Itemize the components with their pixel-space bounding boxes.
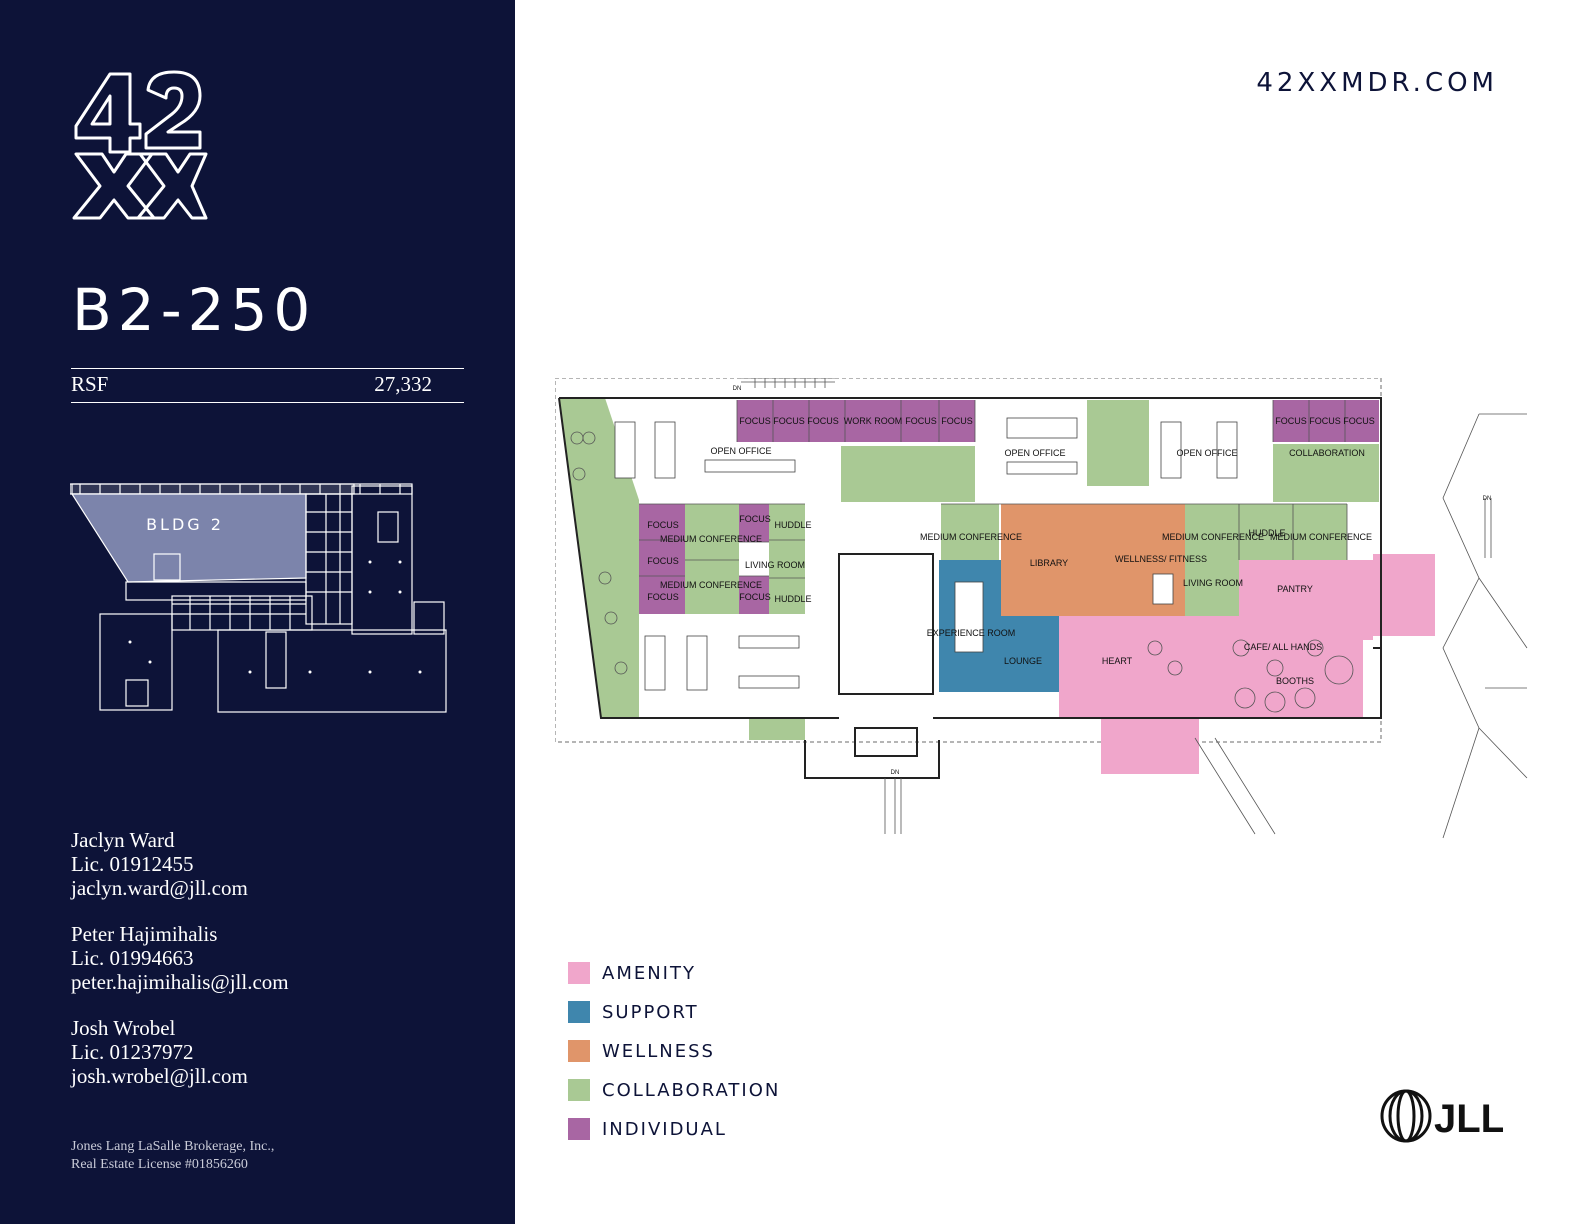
zone-individual <box>901 400 975 442</box>
zone-individual <box>845 400 901 442</box>
zone-individual <box>739 576 769 614</box>
room-label: FOCUS <box>647 556 679 566</box>
legend-label: AMENITY <box>602 963 696 984</box>
room-label: FOCUS <box>941 416 973 426</box>
legend-label: SUPPORT <box>602 1002 699 1023</box>
jll-logo: JLL <box>1380 1089 1503 1143</box>
legend-label: COLLABORATION <box>602 1080 781 1101</box>
room-label: FOCUS <box>739 592 771 602</box>
room-label: MEDIUM CONFERENCE <box>1270 532 1372 542</box>
legend-swatch <box>568 1118 590 1140</box>
brand-logo <box>72 70 208 220</box>
legend-label: WELLNESS <box>602 1041 715 1062</box>
legend-swatch <box>568 1079 590 1101</box>
zone-collab <box>841 446 975 502</box>
contact-email[interactable]: peter.hajimihalis@jll.com <box>71 970 289 994</box>
room-label: CAFE/ ALL HANDS <box>1244 642 1322 652</box>
floor-plan: FOCUS FOCUS FOCUS WORK ROOM FOCUS FOCUS … <box>555 378 1528 839</box>
rsf-value: 27,332 <box>374 372 432 396</box>
zone-amenity <box>1101 718 1199 774</box>
room-label: LIBRARY <box>1030 558 1068 568</box>
website-url[interactable]: 42XXMDR.COM <box>1256 68 1498 98</box>
contact-list: Jaclyn Ward Lic. 01912455 jaclyn.ward@jl… <box>71 828 289 1110</box>
legend-swatch <box>568 1040 590 1062</box>
contact-name: Josh Wrobel <box>71 1016 176 1040</box>
sidebar-panel: B2-250 RSF 27,332 <box>0 0 515 1224</box>
contact-card: Josh Wrobel Lic. 01237972 josh.wrobel@jl… <box>71 1016 289 1088</box>
contact-card: Jaclyn Ward Lic. 01912455 jaclyn.ward@jl… <box>71 828 289 900</box>
stair-label: DN <box>891 770 900 776</box>
stair-label: DN <box>733 386 742 392</box>
legal-line: Jones Lang LaSalle Brokerage, Inc., <box>71 1139 275 1154</box>
room-fills <box>559 398 1435 774</box>
contact-card: Peter Hajimihalis Lic. 01994663 peter.ha… <box>71 922 289 994</box>
zone-support <box>1001 616 1059 692</box>
room-label: FOCUS <box>1309 416 1341 426</box>
zone-collab <box>1185 504 1347 560</box>
room-label: HUDDLE <box>1248 528 1285 538</box>
room-label: MEDIUM CONFERENCE <box>920 532 1022 542</box>
room-label: FOCUS <box>647 592 679 602</box>
zone-collab <box>941 504 999 560</box>
contact-name: Jaclyn Ward <box>71 828 175 852</box>
room-label: HUDDLE <box>774 520 811 530</box>
room-label: COLLABORATION <box>1289 448 1365 458</box>
room-label: FOCUS <box>1275 416 1307 426</box>
room-label: FOCUS <box>739 514 771 524</box>
contact-license: Lic. 01237972 <box>71 1040 194 1064</box>
contact-license: Lic. 01912455 <box>71 852 194 876</box>
zone-amenity <box>1059 560 1373 718</box>
legend-label: INDIVIDUAL <box>602 1119 727 1140</box>
room-label: FOCUS <box>1343 416 1375 426</box>
room-label: LOUNGE <box>1004 656 1042 666</box>
zone-collab <box>685 504 739 614</box>
zone-wellness <box>1001 504 1105 616</box>
suite-number: B2-250 <box>72 276 317 344</box>
room-label: PANTRY <box>1277 584 1313 594</box>
room-label: FOCUS <box>773 416 805 426</box>
zone-collab <box>749 718 805 740</box>
zone-collab <box>769 504 805 614</box>
room-label: LIVING ROOM <box>1183 578 1243 588</box>
zone-collab <box>1087 400 1149 486</box>
room-label: FOCUS <box>905 416 937 426</box>
room-label: FOCUS <box>739 416 771 426</box>
zone-individual <box>739 504 769 542</box>
room-label: FOCUS <box>807 416 839 426</box>
room-label: OPEN OFFICE <box>1176 448 1237 458</box>
room-label: OPEN OFFICE <box>1004 448 1065 458</box>
contact-email[interactable]: josh.wrobel@jll.com <box>71 1064 248 1088</box>
room-label: HEART <box>1102 656 1133 666</box>
zone-amenity <box>1373 554 1435 636</box>
contact-license: Lic. 01994663 <box>71 946 194 970</box>
room-label: OPEN OFFICE <box>710 446 771 456</box>
room-label: BOOTHS <box>1276 676 1314 686</box>
jll-wordmark: JLL <box>1434 1097 1503 1141</box>
zone-individual <box>1273 400 1379 442</box>
room-label: LIVING ROOM <box>745 560 805 570</box>
contact-name: Peter Hajimihalis <box>71 922 218 946</box>
stair-label: DN <box>1483 496 1492 502</box>
contact-email[interactable]: jaclyn.ward@jll.com <box>71 876 248 900</box>
rsf-label: RSF <box>71 372 109 396</box>
room-label: WELLNESS/ FITNESS <box>1115 554 1207 564</box>
keyplan-label: BLDG 2 <box>146 515 224 534</box>
key-plan: BLDG 2 <box>70 483 447 713</box>
legend-swatch <box>568 1001 590 1023</box>
room-label: EXPERIENCE ROOM <box>927 628 1016 638</box>
zone-collab <box>1273 444 1379 502</box>
legend-swatch <box>568 962 590 984</box>
zone-collab <box>1185 560 1239 616</box>
room-label: WORK ROOM <box>844 416 903 426</box>
zone-individual <box>737 400 845 442</box>
rsf-row: RSF 27,332 <box>71 368 464 403</box>
room-label: MEDIUM CONFERENCE <box>660 534 762 544</box>
legal-line: Real Estate License #01856260 <box>71 1157 248 1172</box>
room-label: FOCUS <box>647 520 679 530</box>
room-label: MEDIUM CONFERENCE <box>660 580 762 590</box>
legal-notice: Jones Lang LaSalle Brokerage, Inc., Real… <box>71 1138 274 1174</box>
room-label: HUDDLE <box>774 594 811 604</box>
zone-individual <box>639 504 685 614</box>
room-label: MEDIUM CONFERENCE <box>1162 532 1264 542</box>
